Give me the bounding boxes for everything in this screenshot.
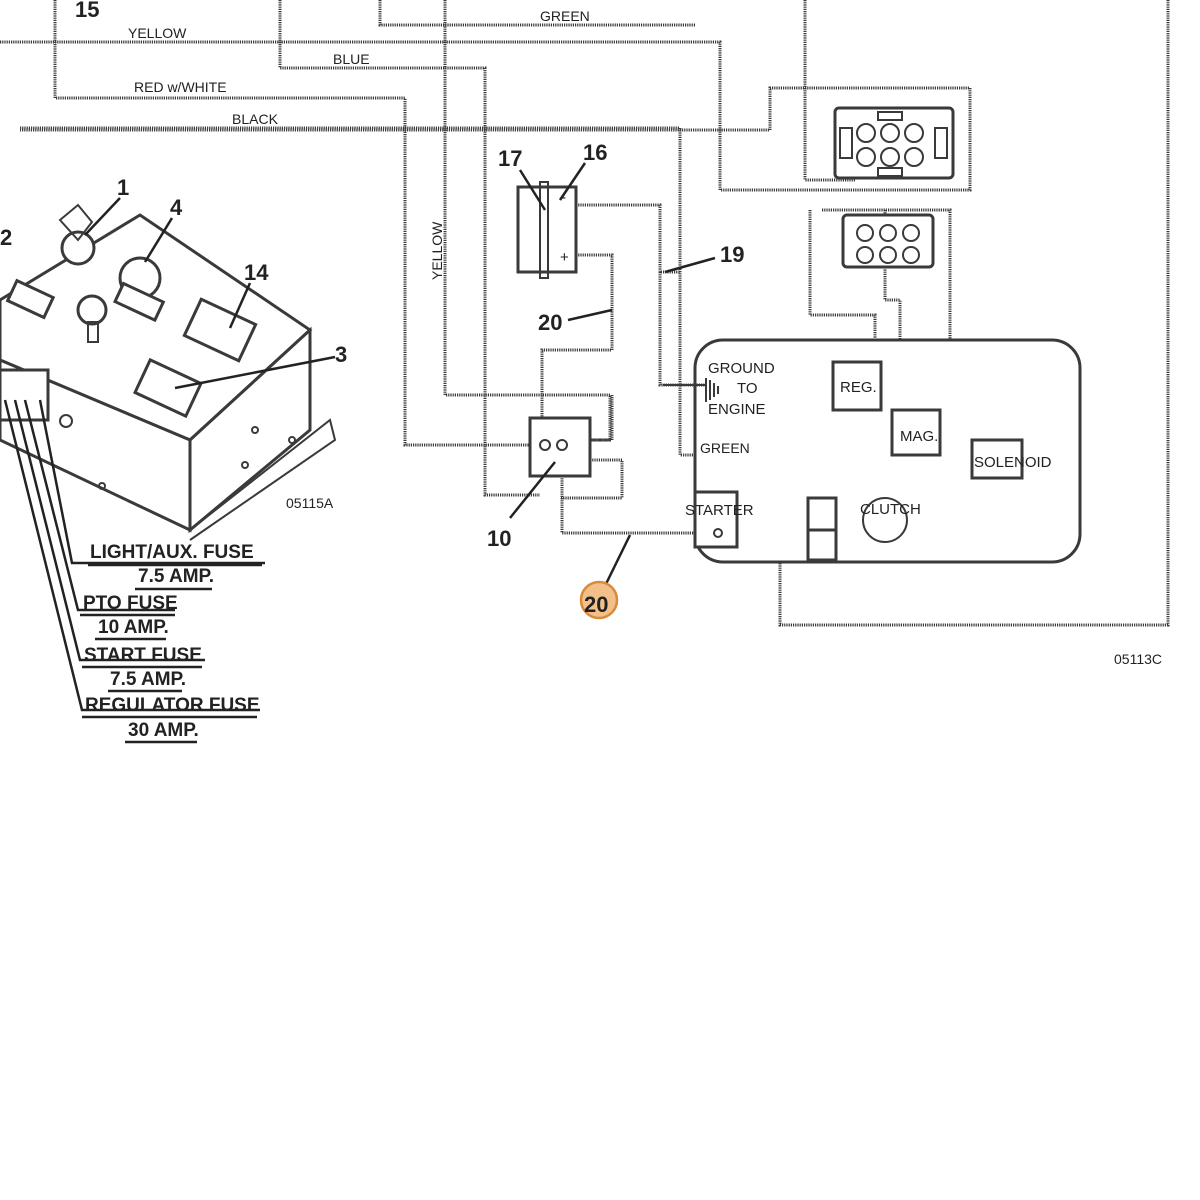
fuse-rating: 7.5 AMP. bbox=[110, 669, 186, 690]
label-to: TO bbox=[737, 380, 758, 397]
wire-label-red-white: RED w/WHITE bbox=[134, 79, 227, 95]
clutch-switch bbox=[806, 496, 908, 562]
callout-20-upper: 20 bbox=[538, 310, 562, 335]
fuse-name: PTO FUSE bbox=[83, 593, 178, 614]
key-switch-10 bbox=[528, 395, 695, 535]
fuse-labels: LIGHT/AUX. FUSE 7.5 AMP. PTO FUSE 10 AMP… bbox=[80, 542, 262, 744]
wire-label-black: BLACK bbox=[232, 111, 279, 127]
control-panel bbox=[0, 203, 337, 712]
mag-box bbox=[890, 408, 942, 457]
battery-plus: + bbox=[560, 249, 569, 266]
wire-label-green-starter: GREEN bbox=[700, 440, 750, 456]
label-reg: REG. bbox=[840, 379, 877, 396]
battery-module bbox=[516, 181, 705, 420]
fuse-rating: 10 AMP. bbox=[98, 617, 169, 638]
connector-upper bbox=[833, 106, 955, 180]
callout-16: 16 bbox=[583, 140, 607, 165]
callout-20-hotspot: 20 bbox=[584, 592, 608, 617]
label-engine: ENGINE bbox=[708, 401, 766, 418]
callout-2: 2 bbox=[0, 225, 12, 250]
battery-minus: - bbox=[561, 189, 566, 206]
callout-1: 1 bbox=[117, 175, 129, 200]
wire-label-blue: BLUE bbox=[333, 51, 370, 67]
label-starter: STARTER bbox=[685, 502, 754, 519]
callout-10: 10 bbox=[487, 526, 511, 551]
label-clutch: CLUTCH bbox=[860, 501, 921, 518]
engine-outline bbox=[693, 338, 1082, 564]
figure-code-schematic: 05113C bbox=[1114, 651, 1162, 667]
fuse-name: START FUSE bbox=[84, 645, 202, 666]
callout-19: 19 bbox=[720, 242, 744, 267]
starter-box bbox=[693, 490, 739, 549]
label-solenoid: SOLENOID bbox=[974, 454, 1052, 471]
wire-label-yellow: YELLOW bbox=[128, 25, 187, 41]
callout-14: 14 bbox=[244, 260, 269, 285]
fuse-name: LIGHT/AUX. FUSE bbox=[90, 542, 254, 563]
ground-symbol bbox=[663, 378, 719, 402]
callout-15: 15 bbox=[75, 0, 99, 22]
label-mag: MAG. bbox=[900, 428, 938, 445]
fuse-rating: 7.5 AMP. bbox=[138, 566, 214, 587]
label-ground: GROUND bbox=[708, 360, 775, 377]
figure-code-panel: 05115A bbox=[286, 495, 334, 511]
wire-label-green: GREEN bbox=[540, 8, 590, 24]
callout-4: 4 bbox=[170, 195, 183, 220]
callout-17: 17 bbox=[498, 146, 522, 171]
callout-leaders bbox=[84, 162, 716, 589]
solenoid-box bbox=[970, 438, 1024, 480]
fuse-name: REGULATOR FUSE bbox=[85, 695, 260, 716]
starter-terminal bbox=[713, 528, 723, 538]
reg-box bbox=[831, 360, 883, 412]
hotspot-20[interactable]: 20 bbox=[579, 580, 619, 620]
fuse-rating: 30 AMP. bbox=[128, 720, 199, 741]
callout-3: 3 bbox=[335, 342, 347, 367]
wire-label-yellow-vertical: YELLOW bbox=[429, 221, 445, 280]
